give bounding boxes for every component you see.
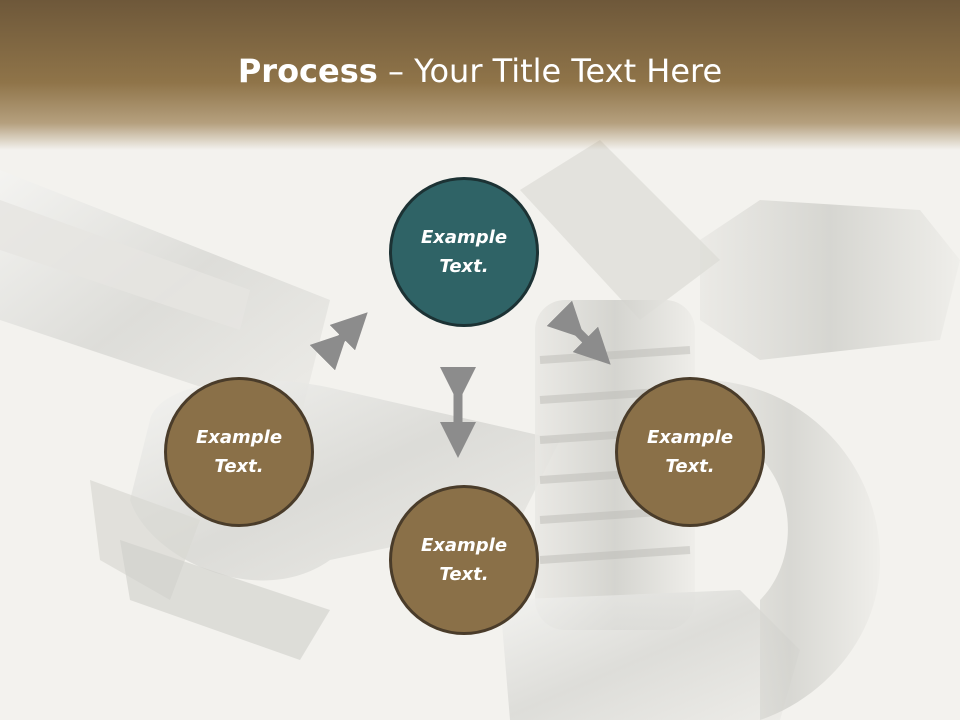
node-left-line2: Text. [214,456,264,477]
node-top-line1: Example [420,227,508,248]
node-left-line1: Example [195,427,283,448]
node-right-line1: Example [646,427,734,448]
title-rest: – Your Title Text Here [377,52,723,90]
title-bold: Process [237,52,378,90]
process-node-bottom[interactable]: Example Text. [389,485,539,635]
node-bottom-line1: Example [420,535,508,556]
process-node-right[interactable]: Example Text. [615,377,765,527]
slide-title: Process – Your Title Text Here [0,52,960,90]
title-banner [0,0,960,150]
node-bottom-line2: Text. [439,564,489,585]
node-top-line2: Text. [439,256,489,277]
process-node-top[interactable]: Example Text. [389,177,539,327]
process-node-left[interactable]: Example Text. [164,377,314,527]
node-right-line2: Text. [665,456,715,477]
